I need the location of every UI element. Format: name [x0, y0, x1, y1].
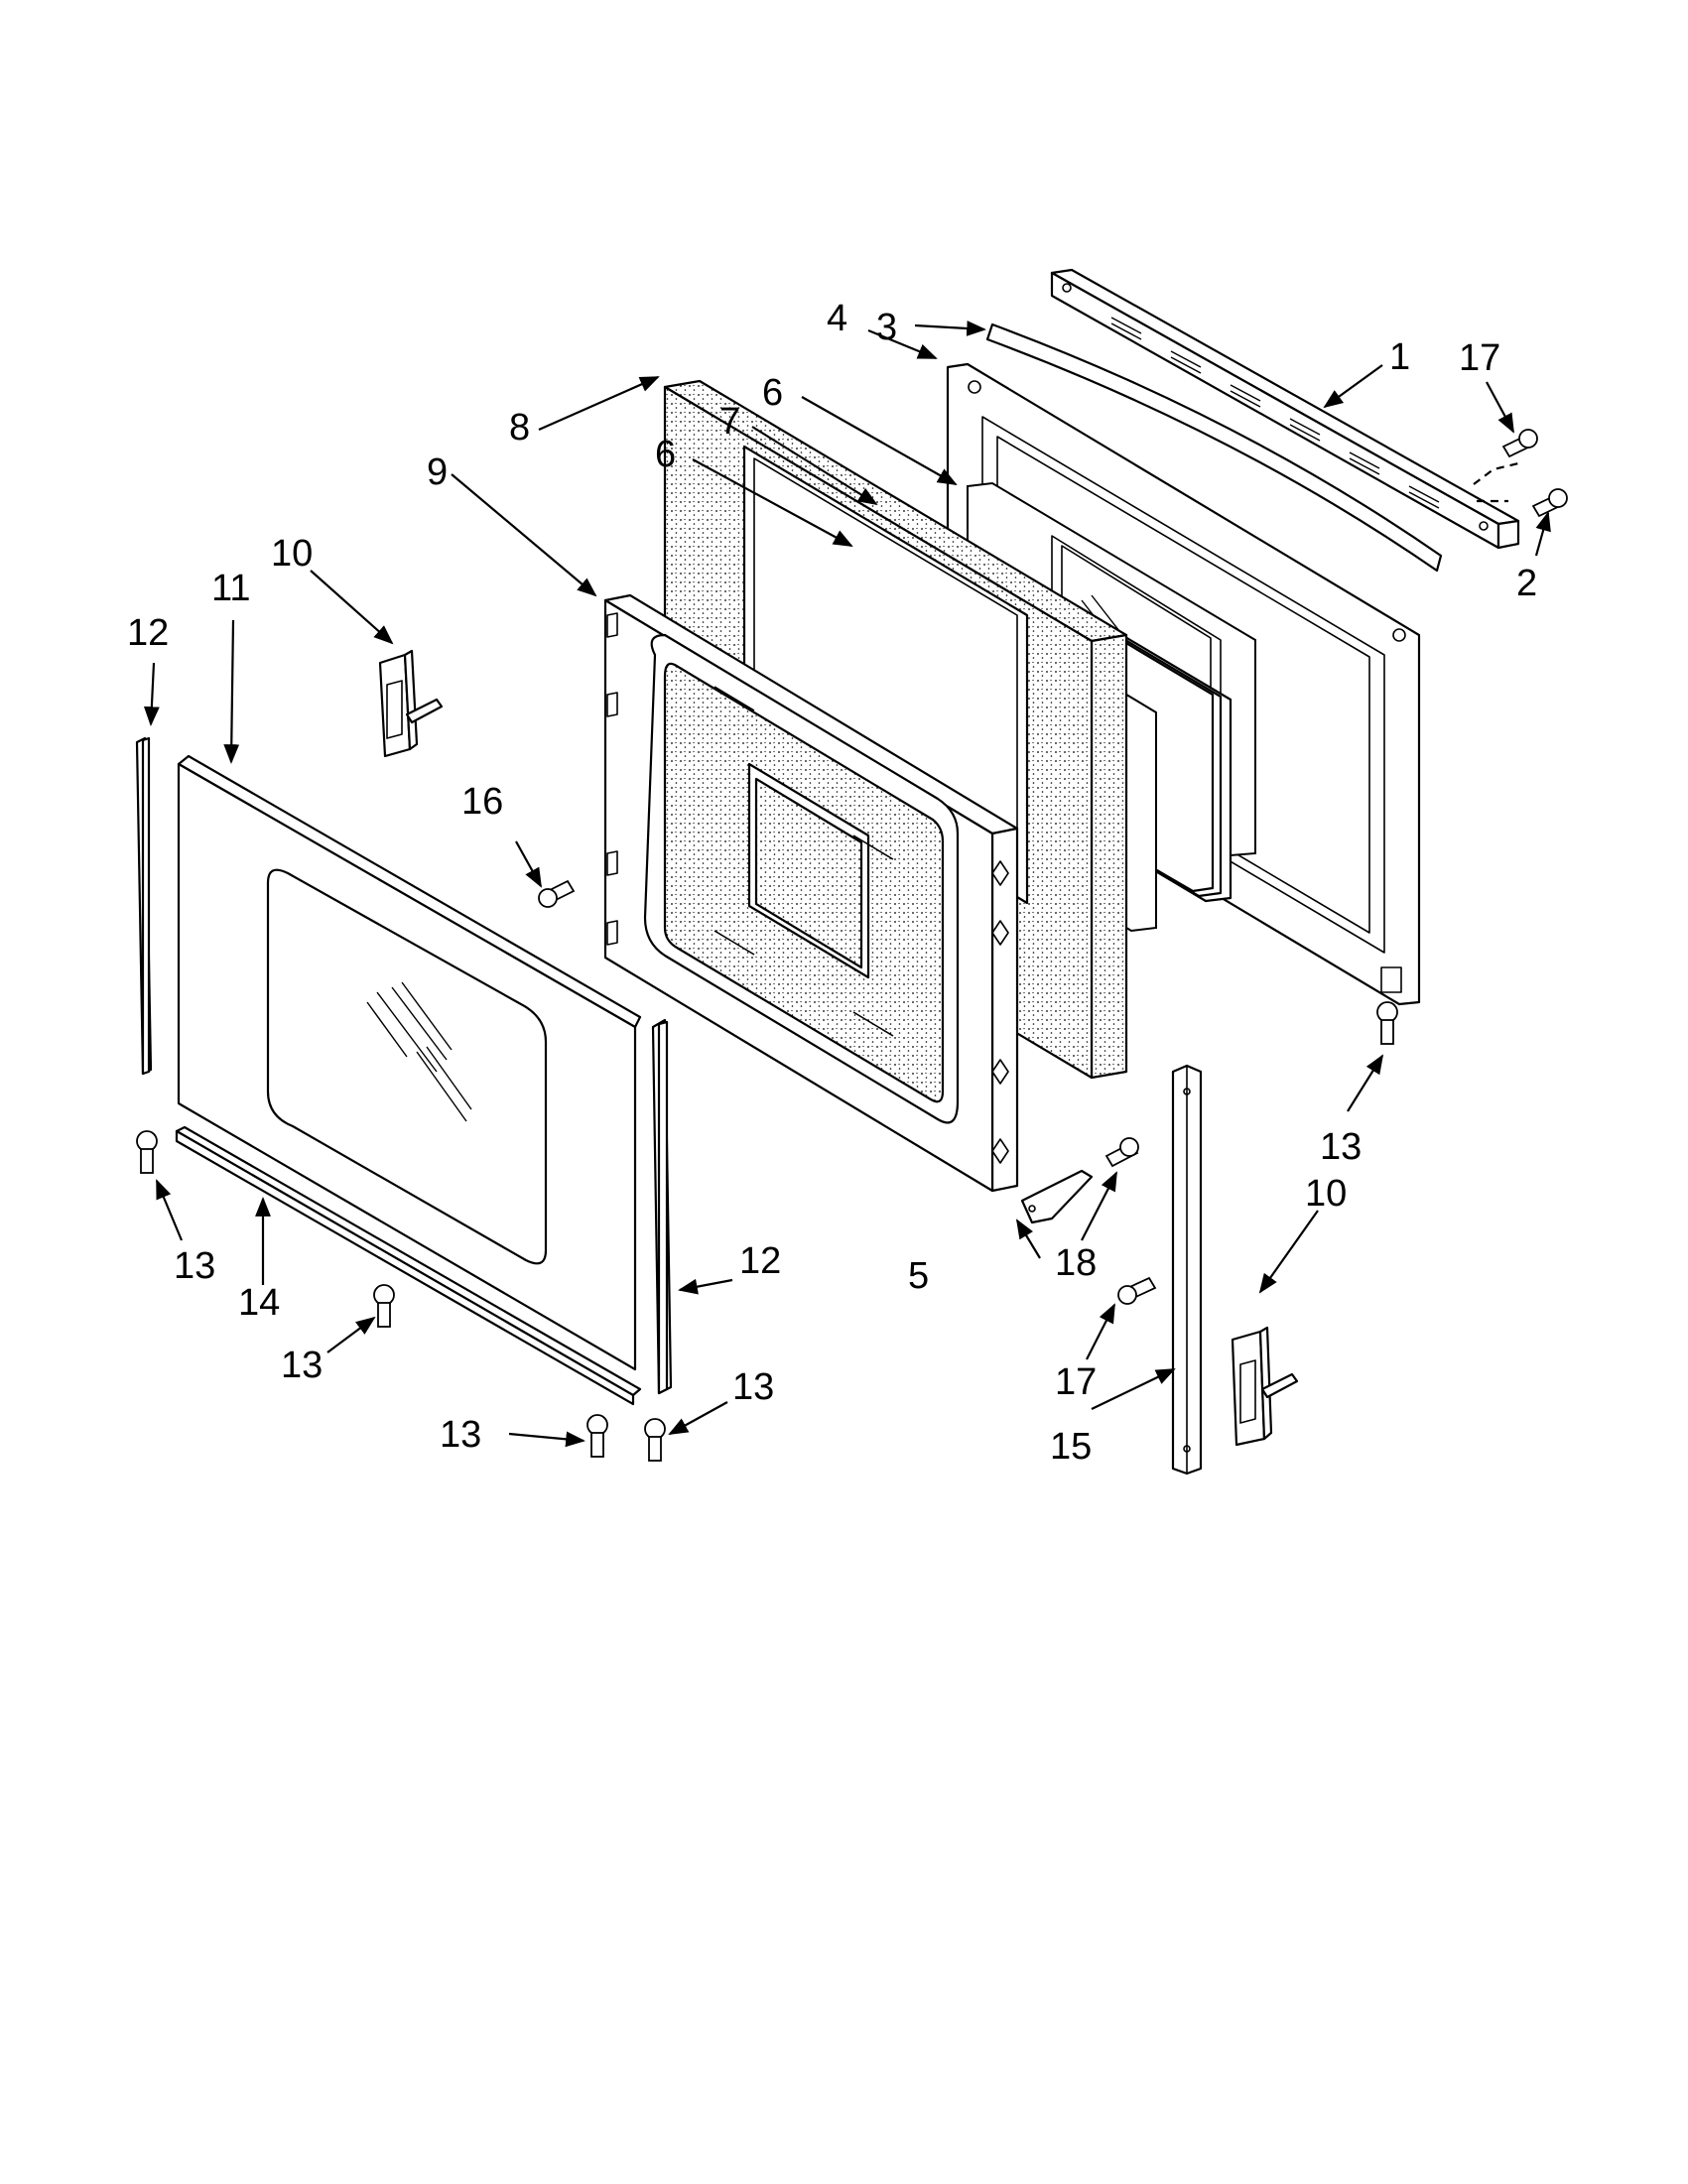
callout-9: 9 [427, 451, 448, 493]
callout-12-left: 12 [127, 612, 169, 654]
screw-part-18 [1104, 1137, 1139, 1168]
part-15-hinge-channel [1171, 1064, 1203, 1476]
callout-3: 3 [876, 307, 897, 348]
callout-18: 18 [1055, 1242, 1097, 1284]
callout-6-back: 6 [762, 372, 783, 414]
callout-2: 2 [1516, 563, 1537, 604]
screw-part-13-left-trim [136, 1130, 158, 1174]
callout-8: 8 [509, 407, 530, 449]
callout-16: 16 [461, 781, 503, 823]
callout-13-left: 13 [174, 1245, 215, 1287]
screw-part-13-bottom-b [586, 1414, 608, 1458]
part-12-side-trim-right [651, 1018, 673, 1395]
screw-part-13-right-trim [644, 1418, 666, 1462]
callout-10-upper: 10 [271, 533, 313, 575]
callout-14: 14 [238, 1282, 280, 1324]
callout-12-right: 12 [739, 1240, 781, 1282]
part-10-hinge-lower [1231, 1326, 1299, 1447]
callout-labels: 1 2 3 4 5 6 6 7 8 9 10 10 11 12 12 13 13… [127, 298, 1537, 1468]
screw-part-16 [538, 879, 576, 908]
screw-part-13-liner [1376, 1001, 1398, 1045]
callout-15: 15 [1050, 1426, 1092, 1468]
callout-13-liner: 13 [1320, 1126, 1362, 1168]
callout-13-bottom-a: 13 [281, 1345, 323, 1386]
part-12-side-trim-left [135, 736, 153, 1076]
part-14-bottom-trim [175, 1125, 642, 1406]
part-1-vent-trim [1050, 268, 1520, 550]
part-9-inner-door-panel [603, 593, 1019, 1193]
callout-1: 1 [1389, 336, 1410, 378]
screw-part-17-upper [1501, 429, 1538, 458]
screw-part-13-bottom-a [373, 1284, 395, 1328]
screw-part-17-lower [1117, 1276, 1157, 1305]
callout-17-lower: 17 [1055, 1361, 1097, 1403]
part-3-door-trim [985, 322, 1443, 573]
callout-11: 11 [211, 568, 250, 609]
part-5-bracket [1020, 1169, 1094, 1224]
callout-7: 7 [719, 401, 740, 443]
screw-part-2 [1531, 488, 1568, 518]
callout-6-front: 6 [655, 434, 676, 475]
part-10-hinge-upper [378, 649, 444, 758]
callout-4: 4 [827, 298, 847, 339]
leader-lines [143, 321, 1551, 1448]
callout-10-lower: 10 [1305, 1173, 1347, 1215]
callout-13-right-trim: 13 [732, 1366, 774, 1408]
callout-5: 5 [908, 1255, 929, 1297]
part-11-outer-door-panel [177, 754, 642, 1371]
callout-17-upper: 17 [1459, 337, 1500, 379]
callout-13-bottom-b: 13 [440, 1414, 481, 1456]
